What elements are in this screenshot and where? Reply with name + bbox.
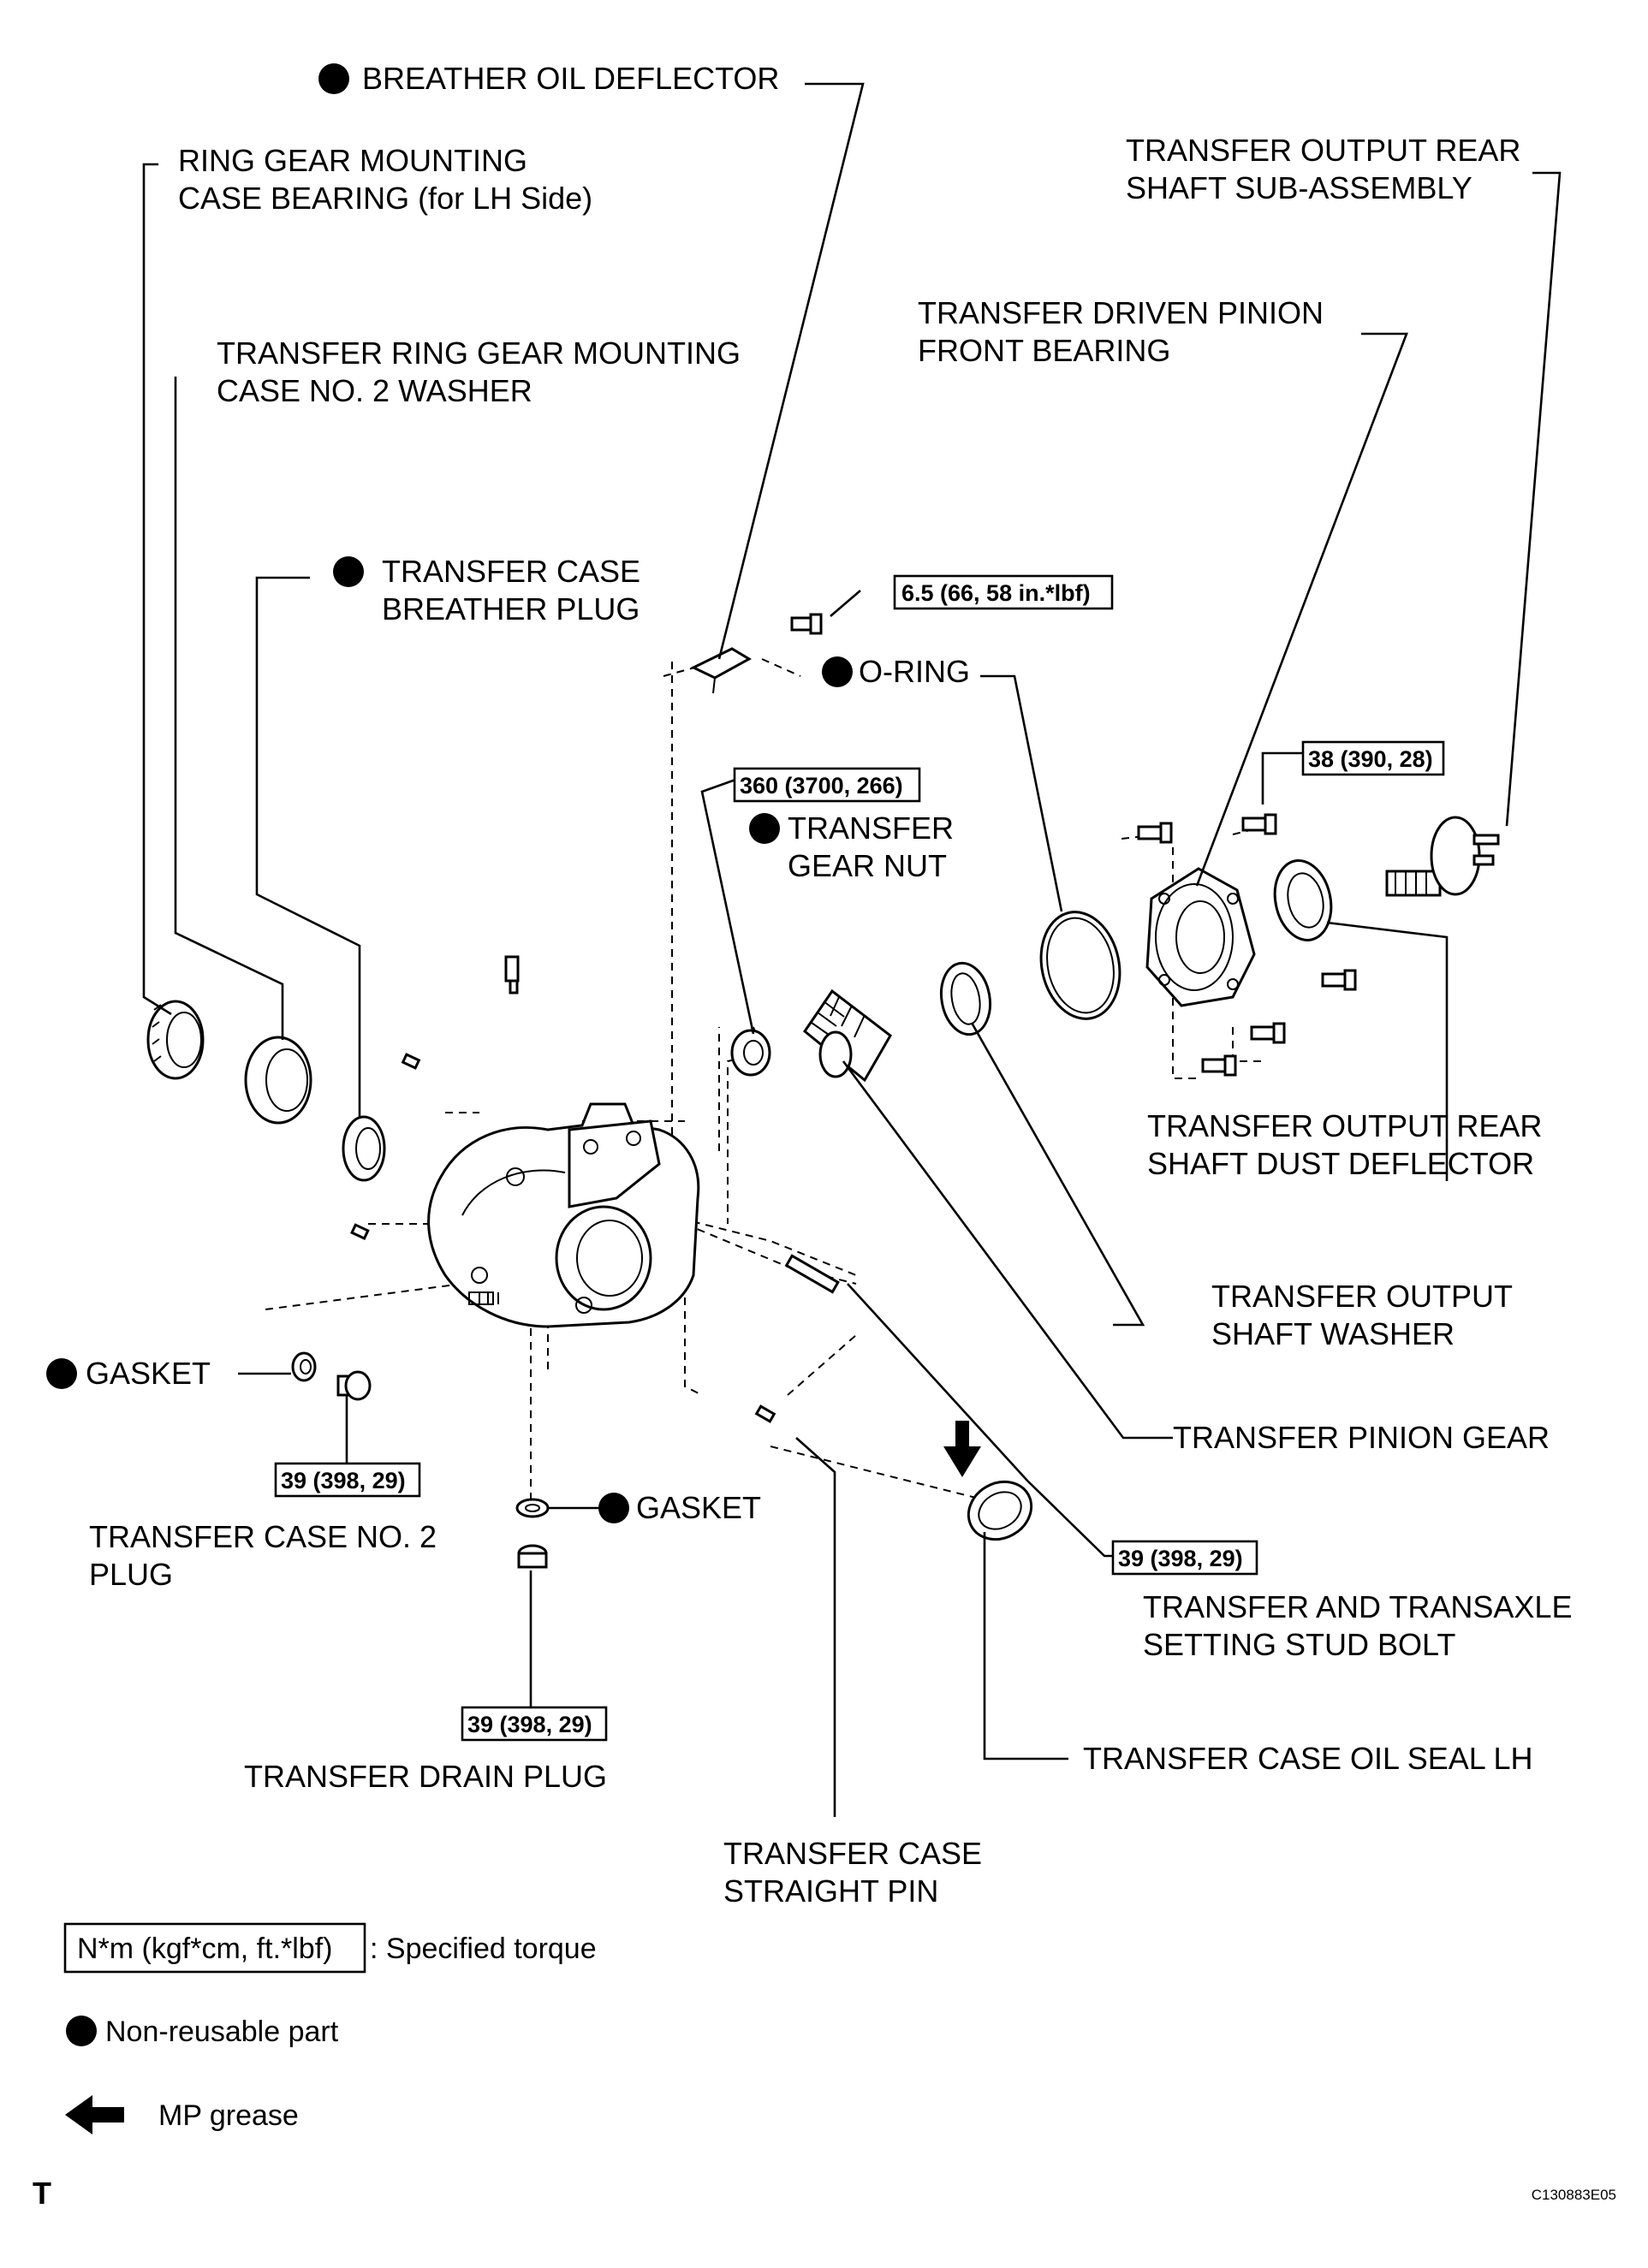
straight-pin-bottom — [754, 1404, 776, 1423]
straight-pin-top — [401, 1053, 421, 1070]
breather-plug-marker — [333, 556, 364, 587]
case-no2-plug-label-2: PLUG — [89, 1557, 173, 1592]
ring-gear-washer-label-1: TRANSFER RING GEAR MOUNTING — [217, 335, 741, 371]
dust-deflector-label-2: SHAFT DUST DEFLECTOR — [1147, 1146, 1534, 1181]
output-rear-shaft-label-1: TRANSFER OUTPUT REAR — [1126, 133, 1520, 168]
driven-pinion-bearing-label-2: FRONT BEARING — [918, 333, 1170, 368]
breather-oil-deflector-marker — [318, 63, 349, 94]
driven-pinion-front-bearing-part — [1145, 867, 1256, 1007]
torque-box-pinion-bolts-frame — [1301, 740, 1445, 776]
drain-plug-label: TRANSFER DRAIN PLUG — [244, 1759, 607, 1794]
torque-case-no2-plug: 39 (398, 29) — [281, 1468, 406, 1493]
o-ring-label: O-RING — [859, 654, 970, 689]
legend-torque-text: : Specified torque — [370, 1933, 597, 1965]
oil-seal-lh-label: TRANSFER CASE OIL SEAL LH — [1083, 1741, 1532, 1776]
drain-plug-part — [517, 1544, 548, 1569]
gear-nut-marker — [749, 813, 780, 844]
straight-pin-label-2: STRAIGHT PIN — [723, 1873, 938, 1909]
torque-gear-nut: 360 (3700, 266) — [740, 773, 903, 799]
legend-grease: MP grease — [158, 2099, 299, 2132]
driven-pinion-bearing-label-1: TRANSFER DRIVEN PINION — [918, 295, 1324, 330]
footer-figure-code: C130883E05 — [1532, 2187, 1616, 2203]
torque-stud-bolt: 39 (398, 29) — [1118, 1546, 1243, 1571]
output-rear-shaft-dust-deflector-part — [1273, 859, 1333, 941]
gasket-left-marker — [46, 1358, 77, 1389]
gear-nut-label-2: GEAR NUT — [788, 848, 947, 883]
output-shaft-washer-label-1: TRANSFER OUTPUT — [1211, 1279, 1513, 1314]
breather-plug-label-1: TRANSFER CASE — [382, 554, 640, 589]
stud-bolt-label-1: TRANSFER AND TRANSAXLE — [1143, 1589, 1572, 1624]
gasket-center-marker — [598, 1493, 629, 1523]
torque-pinion-bolts: 38 (390, 28) — [1308, 746, 1433, 772]
pinion-gear-label: TRANSFER PINION GEAR — [1173, 1420, 1550, 1455]
torque-box-gear-nut-frame — [733, 767, 921, 803]
stud-bolt-part — [784, 1254, 840, 1294]
driven-pinion-bolts — [1137, 813, 1357, 1077]
case-no2-plug-part — [336, 1370, 372, 1401]
gasket-center-label: GASKET — [636, 1490, 761, 1525]
deflector-bolt — [790, 613, 823, 635]
gear-nut-label-1: TRANSFER — [788, 810, 954, 846]
straight-pin-left — [350, 1223, 370, 1240]
legend-torque-box-label: N*m (kgf*cm, ft.*lbf) — [77, 1933, 332, 1965]
footer-left-code: T — [33, 2176, 51, 2211]
breather-plug — [504, 955, 520, 994]
ring-gear-washer-label-2: CASE NO. 2 WASHER — [217, 373, 532, 408]
output-shaft-washer-label-2: SHAFT WASHER — [1211, 1316, 1455, 1351]
o-ring-part — [1039, 911, 1121, 1020]
gear-nut-part — [730, 1029, 771, 1077]
legend-grease-arrow-icon — [65, 2095, 124, 2134]
legend-torque-box-frame — [63, 1922, 366, 1974]
gasket-left-label: GASKET — [86, 1356, 211, 1391]
breather-oil-deflector-part — [690, 647, 753, 694]
torque-box-drain-plug-frame — [461, 1706, 608, 1742]
torque-box-deflector-bolt-frame — [893, 574, 1114, 610]
ring-gear-bearing-label-1: RING GEAR MOUNTING — [178, 143, 527, 178]
torque-deflector-bolt: 6.5 (66, 58 in.*lbf) — [901, 580, 1091, 606]
torque-box-case-no2-plug-frame — [274, 1462, 421, 1498]
oil-seal-lh-part — [967, 1480, 1033, 1541]
leader-lines — [142, 82, 1562, 1817]
filled-circle-icon — [66, 2016, 97, 2046]
breather-oil-deflector-label: BREATHER OIL DEFLECTOR — [362, 61, 779, 96]
torque-box-stud-bolt-frame — [1111, 1540, 1258, 1576]
gasket-left-part — [291, 1351, 317, 1382]
gasket-center-part — [515, 1498, 550, 1518]
transfer-case-housing — [427, 1102, 700, 1328]
output-shaft-washer-part — [939, 961, 992, 1036]
stud-bolt-label-2: SETTING STUD BOLT — [1143, 1627, 1455, 1662]
output-rear-shaft-part — [1385, 816, 1500, 897]
grease-arrow-icon — [943, 1421, 981, 1477]
legend-non-reusable: Non-reusable part — [105, 2016, 339, 2048]
breather-plug-label-2: BREATHER PLUG — [382, 591, 640, 626]
ring-gear-case-bearing — [146, 1000, 205, 1080]
ring-gear-washer — [342, 1115, 386, 1182]
o-ring-marker — [822, 656, 853, 687]
case-bearing-race — [244, 1036, 312, 1125]
output-rear-shaft-label-2: SHAFT SUB-ASSEMBLY — [1126, 170, 1472, 205]
torque-drain-plug: 39 (398, 29) — [467, 1712, 592, 1737]
case-no2-plug-label-1: TRANSFER CASE NO. 2 — [89, 1519, 437, 1554]
dust-deflector-label-1: TRANSFER OUTPUT REAR — [1147, 1108, 1542, 1143]
ring-gear-bearing-label-2: CASE BEARING (for LH Side) — [178, 181, 592, 216]
straight-pin-label-1: TRANSFER CASE — [723, 1836, 982, 1871]
